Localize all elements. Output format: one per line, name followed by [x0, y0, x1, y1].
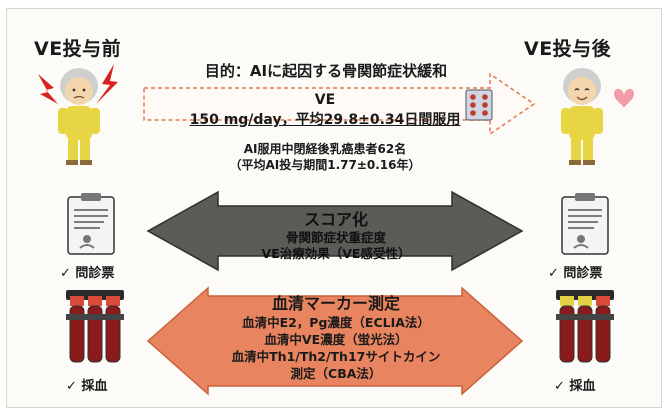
patient-after-figure — [561, 68, 634, 165]
blood-label-right: ✓ 採血 — [554, 379, 596, 394]
pain-bolt-right — [96, 64, 118, 104]
treatment-arrow — [143, 72, 536, 136]
serum-line2: 血清中VE濃度（蛍光法） — [264, 332, 408, 347]
blood-tubes-left — [66, 290, 124, 363]
pill-pack-icon — [465, 89, 493, 121]
after-label: VE投与後 — [524, 38, 612, 60]
questionnaire-icon-right — [561, 193, 609, 255]
heart-icon — [614, 88, 634, 108]
score-line2: VE治療効果（VE感受性） — [261, 246, 411, 261]
serum-title: 血清マーカー測定 — [271, 294, 400, 313]
score-line1: 骨関節症状重症度 — [285, 230, 386, 245]
questionnaire-label-left: ✓ 問診票 — [60, 266, 115, 281]
before-label: VE投与前 — [34, 38, 122, 60]
drug-name: VE — [314, 92, 336, 108]
patient-before-figure — [38, 64, 118, 165]
serum-arrow — [146, 286, 524, 396]
population-line1: AI服用中閉経後乳癌患者62名 — [243, 142, 407, 156]
questionnaire-icon-left — [67, 193, 115, 255]
purpose-text: 目的：AIに起因する骨関節症状緩和 — [204, 62, 448, 80]
blood-label-left: ✓ 採血 — [66, 379, 108, 394]
pain-bolt-left — [38, 74, 58, 104]
score-title: スコア化 — [303, 210, 368, 229]
score-arrow — [146, 190, 524, 272]
serum-line4: 測定（CBA法） — [290, 366, 382, 381]
blood-tubes-right — [556, 290, 614, 363]
questionnaire-label-right: ✓ 問診票 — [548, 266, 603, 281]
dose-text: 150 mg/day，平均29.8±0.34日間服用 — [189, 112, 461, 128]
serum-line1: 血清中E2，Pg濃度（ECLIA法） — [242, 315, 430, 330]
population-line2: （平均AI投与期間1.77±0.16年） — [229, 158, 421, 172]
serum-line3: 血清中Th1/Th2/Th17サイトカイン — [231, 349, 441, 364]
